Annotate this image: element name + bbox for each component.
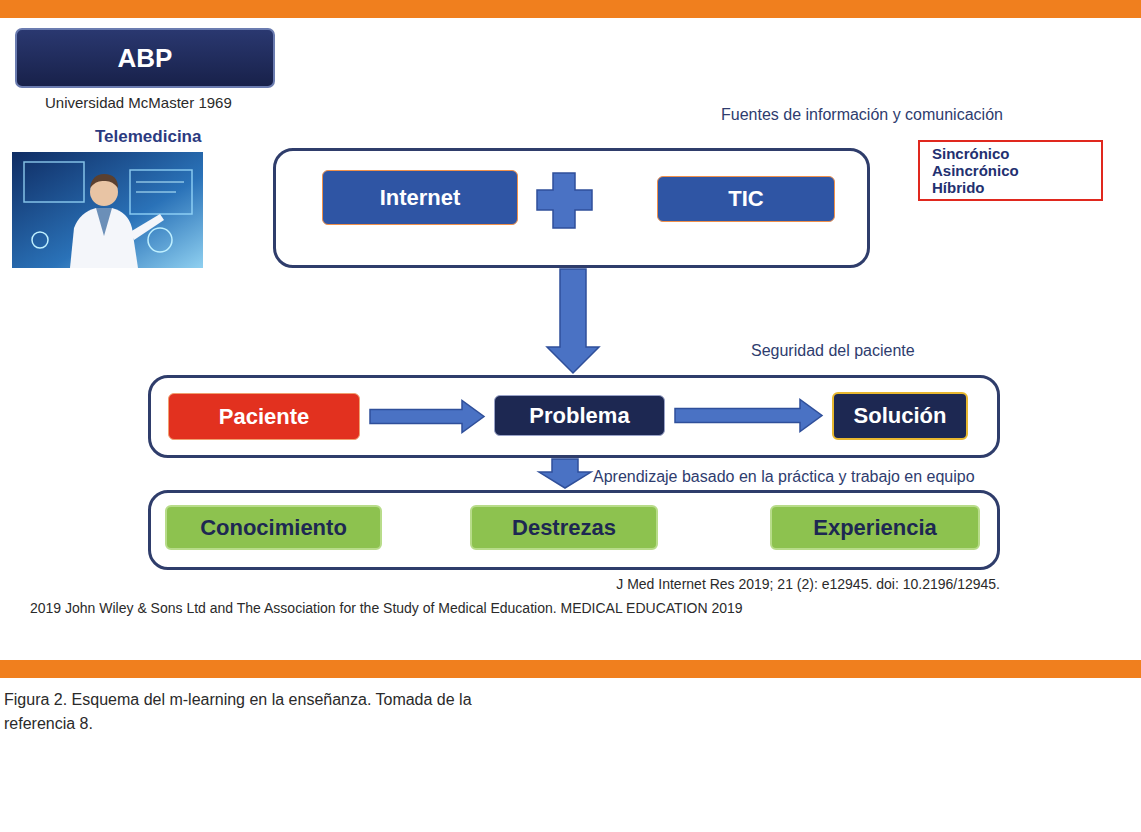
panel-line <box>136 192 176 193</box>
plus-shape <box>537 173 592 228</box>
box-label: Conocimiento <box>200 515 347 541</box>
group-frame: Fuentes de información y comunicaciónInt… <box>273 148 870 268</box>
outcome-box: Destrezas <box>470 505 658 550</box>
panel-line <box>136 182 184 183</box>
box-label: Sincrónico <box>932 145 1089 162</box>
bottom-bar <box>0 660 1141 678</box>
title-box: ABP <box>15 28 275 88</box>
telemedicine-picture <box>12 152 203 268</box>
block-arrow <box>539 459 591 488</box>
top-bar <box>0 0 1141 18</box>
box-label: Paciente <box>219 404 310 430</box>
box-label: Experiencia <box>813 515 937 541</box>
screen-panel <box>130 170 192 214</box>
plus-sign <box>537 173 592 228</box>
box-label: TIC <box>728 186 763 212</box>
picture-title: Telemedicina <box>95 127 201 147</box>
process-box: TIC <box>657 176 835 222</box>
process-box: Solución <box>832 392 968 440</box>
box-label: Destrezas <box>512 515 616 541</box>
group-frame: Aprendizaje basado en la práctica y trab… <box>148 490 1000 570</box>
process-box: Paciente <box>168 393 360 440</box>
box-label: Asincrónico <box>932 162 1089 179</box>
figure-caption: Figura 2. Esquema del m-learning en la e… <box>4 688 544 736</box>
group-frame: Seguridad del pacientePacienteProblemaSo… <box>148 375 1000 458</box>
glow-circle <box>32 232 48 248</box>
outcome-box: Conocimiento <box>165 505 382 550</box>
reference-text: J Med Internet Res 2019; 21 (2): e12945.… <box>616 576 1000 592</box>
note-text: Universidad McMaster 1969 <box>45 94 232 111</box>
group-heading: Aprendizaje basado en la práctica y trab… <box>593 468 975 486</box>
box-label: Solución <box>854 403 947 429</box>
box-label: Internet <box>380 185 461 211</box>
block-arrow <box>675 400 822 432</box>
picture-ground <box>12 152 203 268</box>
glow-circle <box>148 228 172 252</box>
block-arrow <box>370 401 484 433</box>
group-heading: Seguridad del paciente <box>751 342 915 360</box>
doctor-hair <box>90 174 118 188</box>
outcome-box: Experiencia <box>770 505 980 550</box>
block-arrow <box>547 269 599 373</box>
doctor-shirt <box>96 208 112 236</box>
screen-panel <box>24 162 84 202</box>
box-label: Híbrido <box>932 179 1089 196</box>
doctor-arm <box>130 214 164 240</box>
group-heading: Fuentes de información y comunicación <box>721 106 1003 124</box>
box-label: Problema <box>529 403 629 429</box>
mode-box: SincrónicoAsincrónicoHíbrido <box>918 140 1103 201</box>
copyright-text: 2019 John Wiley & Sons Ltd and The Assoc… <box>30 600 743 616</box>
process-box: Internet <box>322 170 518 225</box>
doctor-coat <box>70 208 138 268</box>
process-box: Problema <box>494 395 665 436</box>
box-label: ABP <box>118 43 173 74</box>
